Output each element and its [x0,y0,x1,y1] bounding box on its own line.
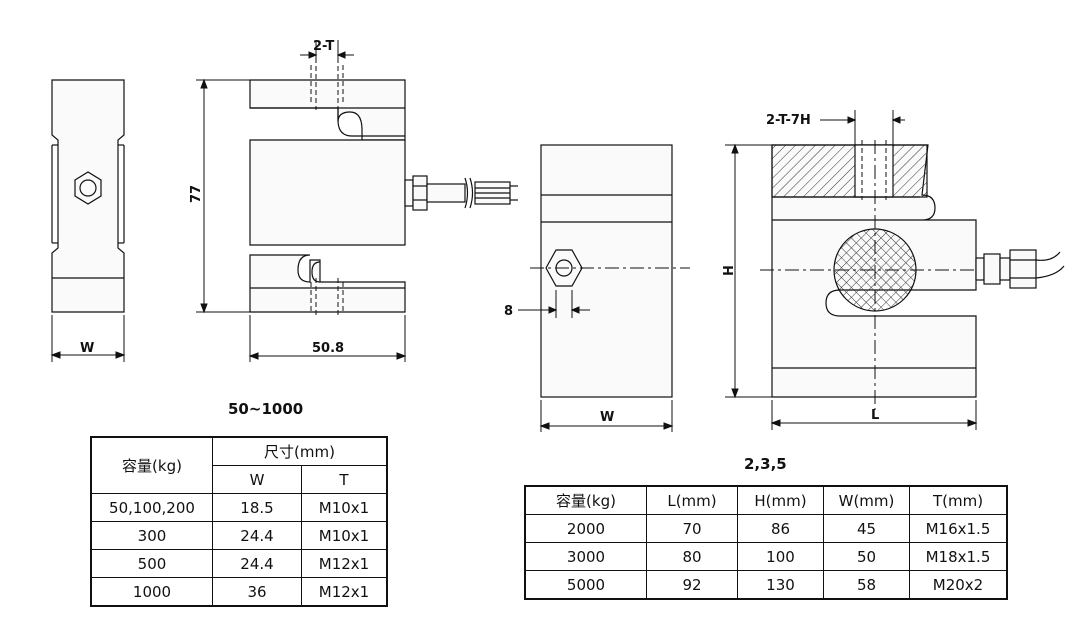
cell-t: M12x1 [301,549,388,578]
table-row: 1000 36 M12x1 [90,577,388,607]
cell-l: 70 [646,514,738,543]
dim-l-right [770,400,978,430]
cell-w: 18.5 [212,493,302,522]
table-row: 5000 92 130 58 M20x2 [524,570,1008,600]
cell-w: 50 [823,542,910,571]
cell-h: 100 [737,542,824,571]
dim-8 [518,290,590,318]
cell-t: M12x1 [301,577,388,607]
cell-l: 80 [646,542,738,571]
label-w-left: W [80,341,94,356]
cell-w: 24.4 [212,521,302,550]
label-2t7h: 2-T-7H [766,113,811,128]
front-view-left [249,79,406,313]
cell-w: 36 [212,577,302,607]
table-row: 50,100,200 18.5 M10x1 [90,493,388,522]
cable-connector-right [975,249,1065,289]
dim-h-right [725,143,772,399]
label-8: 8 [504,304,513,319]
dim-2t7h [820,110,905,145]
cell-capacity: 3000 [524,542,647,571]
cell-h: 130 [737,570,824,600]
label-w-middle: W [600,410,614,425]
front-view-right [771,144,977,398]
label-508: 50.8 [312,341,344,356]
cell-w: 58 [823,570,910,600]
centerlines-right [760,140,995,410]
dim-508 [248,315,407,362]
side-view-left [51,79,125,313]
cell-capacity: 5000 [524,570,647,600]
label-h-right: H [722,265,737,276]
hex-nut-icon [74,171,102,205]
table-row: 2000 70 86 45 M16x1.5 [524,514,1008,543]
cell-t: M16x1.5 [909,514,1008,543]
label-l-right: L [871,408,879,423]
table-row: 3000 80 100 50 M18x1.5 [524,542,1008,571]
header-size: 尺寸(mm) [212,436,388,466]
header-capacity: 容量(kg) [524,485,647,515]
table2-title: 2,3,5 [744,455,787,473]
cell-capacity: 500 [90,549,213,578]
cell-h: 86 [737,514,824,543]
spec-table-large: 容量(kg) L(mm) H(mm) W(mm) T(mm) 2000 70 8… [524,485,1008,600]
table1-title: 50~1000 [228,400,304,418]
table-row: 300 24.4 M10x1 [90,521,388,550]
header-w: W [212,465,302,494]
cell-w: 45 [823,514,910,543]
cell-w: 24.4 [212,549,302,578]
cell-t: M18x1.5 [909,542,1008,571]
label-2t: 2-T [313,39,335,54]
thread-holes-left [310,58,344,315]
dim-77 [196,78,250,314]
cell-capacity: 300 [90,521,213,550]
header-t: T(mm) [909,485,1008,515]
header-w: W(mm) [823,485,910,515]
cell-capacity: 50,100,200 [90,493,213,522]
spec-table-small: 容量(kg) 尺寸(mm) W T 50,100,200 18.5 M10x1 … [90,436,388,607]
side-view-middle [540,144,673,398]
thread-holes-right [861,140,887,200]
dim-w-left [50,315,126,362]
table-row: 500 24.4 M12x1 [90,549,388,578]
header-t: T [301,465,388,494]
cable-connector-left [404,175,518,211]
dim-w-middle [539,400,674,432]
cell-t: M10x1 [301,493,388,522]
cell-t: M10x1 [301,521,388,550]
header-l: L(mm) [646,485,738,515]
label-77: 77 [189,185,204,203]
cell-capacity: 1000 [90,577,213,607]
header-capacity: 容量(kg) [90,436,213,494]
header-h: H(mm) [737,485,824,515]
dim-2t-left [300,40,354,60]
cell-l: 92 [646,570,738,600]
cell-capacity: 2000 [524,514,647,543]
cell-t: M20x2 [909,570,1008,600]
